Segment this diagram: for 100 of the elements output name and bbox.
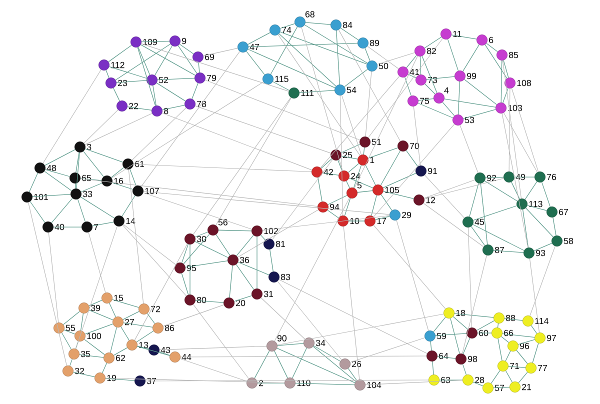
network-edge: [84, 113, 152, 145]
network-edge: [115, 44, 171, 80]
network-edge: [435, 333, 467, 336]
node-label: 102: [264, 228, 278, 234]
node-label: 49: [516, 174, 526, 180]
network-node: 8: [152, 106, 169, 116]
network-edge: [530, 246, 556, 316]
node-label: 68: [305, 11, 314, 18]
network-edge: [322, 172, 339, 176]
network-edge: [76, 152, 80, 173]
network-node: 54: [334, 84, 357, 96]
node-label: 75: [420, 98, 430, 104]
network-node: 58: [552, 236, 574, 246]
network-edge: [508, 366, 526, 368]
network-edge: [278, 33, 336, 87]
network-edge: [75, 340, 79, 350]
network-node: 95: [174, 262, 197, 274]
network-edge: [28, 172, 38, 192]
network-edge: [116, 80, 147, 83]
network-node: 80: [184, 294, 207, 306]
network-edge: [51, 198, 73, 224]
network-edge: [112, 182, 134, 190]
network-edge: [102, 362, 108, 374]
network-edge: [502, 113, 528, 248]
network-edge: [340, 95, 344, 216]
network-edge: [113, 347, 128, 356]
node-label: 56: [218, 219, 228, 226]
network-edge: [454, 313, 494, 318]
network-edge: [113, 88, 120, 102]
node-label: 104: [367, 382, 382, 388]
network-edge: [44, 170, 72, 192]
network-node: 115: [262, 74, 290, 84]
network-edge: [159, 346, 267, 350]
network-node: 31: [252, 288, 274, 300]
network-edge: [278, 279, 428, 354]
network-edge: [246, 51, 265, 75]
network-node: 112: [98, 60, 126, 70]
network-edge: [254, 350, 270, 378]
network-edge: [382, 172, 416, 188]
network-edge: [341, 156, 358, 160]
node-label: 61: [135, 160, 144, 168]
network-edge: [127, 106, 152, 111]
network-edge: [462, 364, 467, 376]
node-label: 14: [126, 218, 136, 224]
network-edge: [156, 82, 186, 102]
network-edge: [77, 198, 86, 222]
network-edge: [194, 106, 332, 154]
network-edge: [462, 44, 480, 72]
network-node: 107: [132, 186, 160, 196]
network-edge: [371, 195, 377, 216]
network-edge: [106, 70, 110, 78]
network-edge: [511, 88, 539, 172]
network-edge: [364, 48, 370, 62]
network-edge: [158, 351, 170, 356]
network-node: 49: [504, 172, 526, 182]
network-node: 50: [366, 60, 389, 72]
network-edge: [447, 38, 459, 72]
network-edge: [92, 222, 114, 226]
network-edge: [340, 144, 360, 154]
network-edge: [338, 160, 342, 172]
network-edge: [348, 220, 365, 222]
network-node: 56: [208, 218, 228, 236]
network-node: 20: [224, 298, 246, 308]
network-edge: [75, 226, 118, 350]
network-edge: [327, 210, 339, 218]
node-label: 107: [145, 188, 159, 194]
network-edge: [257, 382, 285, 384]
network-node: 110: [284, 378, 312, 388]
network-edge: [450, 318, 460, 354]
node-label: 59: [436, 332, 446, 340]
network-edge: [552, 217, 556, 236]
network-edge: [256, 236, 258, 289]
network-edge: [420, 56, 422, 75]
network-edge: [504, 318, 523, 321]
node-label: 84: [342, 22, 352, 28]
network-edge: [276, 348, 356, 384]
node-label: 8: [164, 108, 168, 114]
network-edge: [80, 196, 115, 218]
network-node: 3: [74, 142, 92, 152]
node-label: 15: [114, 294, 124, 302]
node-label: 45: [474, 218, 484, 226]
network-edge: [375, 216, 390, 220]
network-node: 30: [184, 234, 207, 244]
network-node: 97: [534, 332, 557, 344]
node-label: 94: [330, 204, 340, 210]
network-edge: [368, 148, 398, 159]
network-edge: [424, 180, 476, 198]
network-node: 61: [122, 158, 145, 170]
network-edge: [194, 241, 228, 258]
node-label: 48: [46, 164, 56, 172]
network-edge: [418, 98, 434, 101]
network-node: 41: [398, 66, 420, 78]
network-edge: [84, 148, 124, 162]
node-label: 5: [357, 182, 362, 188]
node-label: 41: [410, 68, 420, 76]
network-edge: [62, 311, 80, 325]
network-node: 82: [414, 46, 437, 56]
node-label: 108: [517, 80, 532, 86]
network-edge: [236, 234, 254, 256]
network-edge: [192, 97, 292, 235]
